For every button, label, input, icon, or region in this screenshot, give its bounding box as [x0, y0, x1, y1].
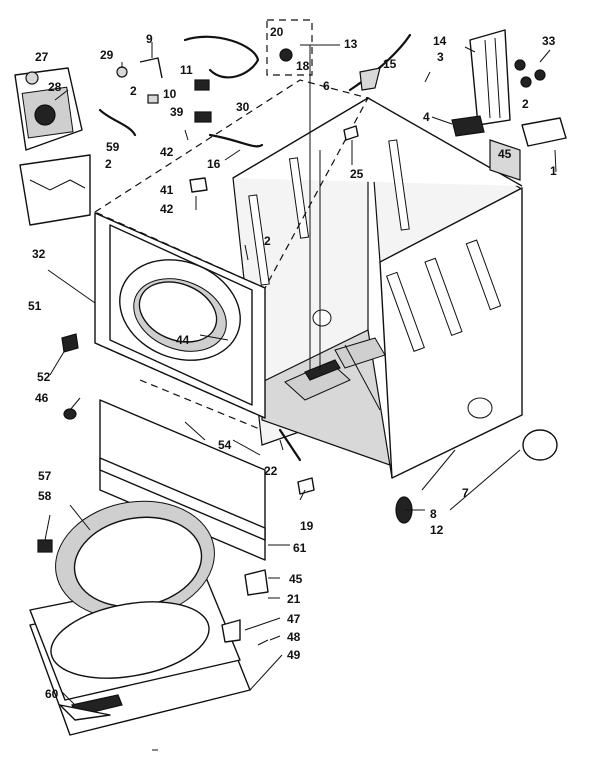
callout-labels: 1 2 2 2 2 3 4 6 7 8 9 10 11 12 13 14 15 … [28, 25, 557, 701]
callout-21: 21 [287, 592, 301, 606]
callout-6: 6 [323, 79, 330, 93]
callout-58: 58 [38, 489, 52, 503]
screw-3 [424, 71, 431, 83]
part-46 [63, 408, 77, 420]
callout-45b: 45 [289, 572, 303, 586]
timer-motor [14, 67, 83, 151]
assembly-outline [93, 79, 369, 289]
part-14 [469, 29, 511, 126]
callout-54: 54 [218, 438, 232, 452]
callout-57: 57 [38, 469, 52, 483]
callout-22: 22 [264, 464, 278, 478]
callout-2d: 2 [522, 97, 529, 111]
part-33b [534, 69, 546, 81]
wire-59 [98, 108, 137, 137]
callout-45a: 45 [498, 147, 512, 161]
callout-13: 13 [344, 37, 358, 51]
callout-18: 18 [296, 59, 310, 73]
door-assembly [29, 500, 251, 736]
part-47 [221, 619, 241, 643]
callout-42a: 42 [160, 145, 174, 159]
cabinet [232, 96, 523, 479]
part-group-20 [266, 19, 313, 76]
callout-16: 16 [207, 157, 221, 171]
callout-59: 59 [106, 140, 120, 154]
power-cord-6 [348, 33, 412, 92]
part-4 [451, 115, 485, 137]
callout-33: 33 [542, 34, 556, 48]
callout-25: 25 [350, 167, 364, 181]
callout-1: 1 [550, 164, 557, 178]
part-1 [521, 117, 567, 147]
callout-20: 20 [270, 25, 284, 39]
callout-14: 14 [433, 34, 447, 48]
callout-52: 52 [37, 370, 51, 384]
part-33a [514, 59, 526, 71]
part-19 [297, 477, 315, 495]
callout-4: 4 [423, 110, 430, 124]
front-bulkhead [94, 212, 266, 419]
callout-51: 51 [28, 299, 42, 313]
callout-47: 47 [287, 612, 301, 626]
callout-15: 15 [383, 57, 397, 71]
callout-30: 30 [236, 100, 250, 114]
callout-3: 3 [437, 50, 444, 64]
part-39 [194, 111, 212, 123]
callout-9: 9 [146, 32, 153, 46]
part-33c [520, 76, 532, 88]
callout-29: 29 [100, 48, 114, 62]
callout-32: 32 [32, 247, 46, 261]
screw-48 [257, 639, 269, 646]
callout-12: 12 [430, 523, 444, 537]
part-12 [522, 429, 558, 461]
part-21 [244, 569, 269, 596]
callout-8: 8 [430, 507, 437, 521]
callout-39: 39 [170, 105, 184, 119]
wire-harness-30 [183, 35, 260, 79]
callout-11: 11 [180, 63, 193, 77]
toe-panel [99, 399, 266, 561]
wire-16 [208, 133, 264, 148]
part-54 [184, 421, 206, 441]
callout-2a: 2 [130, 84, 137, 98]
part-9 [139, 57, 163, 79]
callout-19: 19 [300, 519, 314, 533]
callout-27: 27 [35, 50, 49, 64]
part-15 [359, 67, 381, 91]
part-29 [116, 66, 128, 78]
callout-41: 41 [160, 183, 174, 197]
callout-2c: 2 [264, 234, 271, 248]
screw-2c [244, 244, 249, 261]
screw-42a [184, 129, 189, 141]
part-58 [37, 539, 53, 553]
callout-46: 46 [35, 391, 49, 405]
callout-7: 7 [462, 486, 469, 500]
part-25 [343, 125, 359, 141]
leader-lines [44, 42, 557, 706]
callout-49: 49 [287, 648, 301, 662]
callout-10: 10 [163, 87, 177, 101]
callout-48: 48 [287, 630, 301, 644]
callout-61: 61 [293, 541, 307, 555]
callout-60: 60 [45, 687, 59, 701]
part-10 [147, 94, 159, 104]
spring-22 [278, 428, 302, 462]
part-41 [189, 177, 208, 193]
part-11 [194, 79, 210, 91]
part-52 [61, 333, 79, 353]
part-20 [279, 48, 293, 62]
callout-42b: 42 [160, 202, 174, 216]
callout-28: 28 [48, 80, 62, 94]
callout-2b: 2 [105, 157, 112, 171]
bracket-32 [19, 154, 91, 226]
callout-44: 44 [176, 333, 190, 347]
